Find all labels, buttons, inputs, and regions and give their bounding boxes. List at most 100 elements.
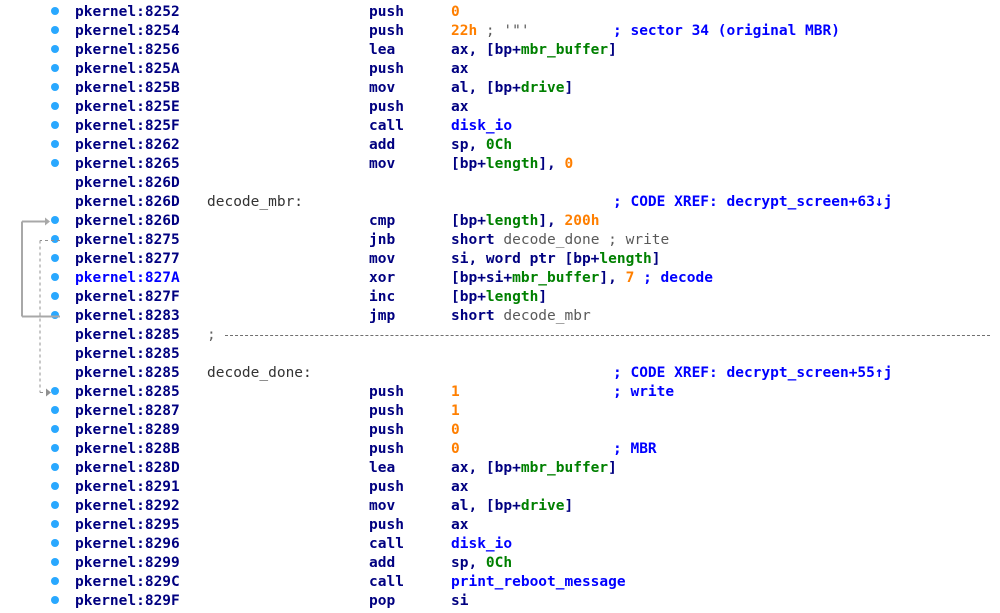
instruction-operands[interactable]: [bp+si+mbr_buffer], 7 ; decode bbox=[451, 269, 713, 288]
instruction-mnemonic[interactable]: lea bbox=[369, 42, 396, 58]
address-label[interactable]: pkernel:828D bbox=[75, 460, 180, 476]
instruction-mnemonic[interactable]: push bbox=[369, 517, 404, 533]
address-label[interactable]: pkernel:825E bbox=[75, 99, 180, 115]
instruction-mnemonic[interactable]: push bbox=[369, 384, 404, 400]
breakpoint-dot-icon[interactable] bbox=[51, 596, 59, 604]
instruction-mnemonic[interactable]: call bbox=[369, 118, 404, 134]
address-label[interactable]: pkernel:8285 bbox=[75, 346, 180, 362]
instruction-operands[interactable]: [bp+length], 0 bbox=[451, 155, 573, 174]
address-label[interactable]: pkernel:826D bbox=[75, 213, 180, 229]
instruction-operands[interactable]: [bp+length] bbox=[451, 288, 547, 307]
instruction-mnemonic[interactable]: jmp bbox=[369, 308, 396, 324]
instruction-mnemonic[interactable]: push bbox=[369, 422, 404, 438]
breakpoint-dot-icon[interactable] bbox=[51, 26, 59, 34]
listing-row[interactable]: pkernel:8285 bbox=[0, 345, 1000, 364]
instruction-mnemonic[interactable]: add bbox=[369, 137, 396, 153]
instruction-operands[interactable]: al, [bp+drive] bbox=[451, 497, 573, 516]
listing-row[interactable]: pkernel:826D bbox=[0, 174, 1000, 193]
instruction-operands[interactable]: al, [bp+drive] bbox=[451, 79, 573, 98]
breakpoint-dot-icon[interactable] bbox=[51, 83, 59, 91]
address-label[interactable]: pkernel:8292 bbox=[75, 498, 180, 514]
listing-row[interactable]: pkernel:8285; bbox=[0, 326, 1000, 345]
breakpoint-dot-icon[interactable] bbox=[51, 539, 59, 547]
breakpoint-dot-icon[interactable] bbox=[51, 387, 59, 395]
variable-operand[interactable]: drive bbox=[520, 80, 565, 96]
instruction-operands[interactable]: si bbox=[451, 592, 468, 611]
instruction-mnemonic[interactable]: push bbox=[369, 4, 404, 20]
instruction-mnemonic[interactable]: call bbox=[369, 574, 404, 590]
instruction-mnemonic[interactable]: call bbox=[369, 536, 404, 552]
instruction-operands[interactable]: short decode_mbr bbox=[451, 307, 591, 326]
address-label[interactable]: pkernel:8256 bbox=[75, 42, 180, 58]
breakpoint-dot-icon[interactable] bbox=[51, 159, 59, 167]
instruction-mnemonic[interactable]: push bbox=[369, 479, 404, 495]
variable-operand[interactable]: mbr_buffer bbox=[512, 270, 600, 286]
instruction-mnemonic[interactable]: mov bbox=[369, 80, 396, 96]
address-label[interactable]: pkernel:8285 bbox=[75, 384, 180, 400]
instruction-mnemonic[interactable]: inc bbox=[369, 289, 396, 305]
symbol-operand[interactable]: decode_done bbox=[503, 232, 600, 248]
instruction-operands[interactable]: 22h ; '"' bbox=[451, 22, 530, 41]
address-label[interactable]: pkernel:8285 bbox=[75, 365, 180, 381]
address-label[interactable]: pkernel:8275 bbox=[75, 232, 180, 248]
listing-row[interactable]: pkernel:825B mov al, [bp+drive] bbox=[0, 79, 1000, 98]
instruction-operands[interactable]: ax bbox=[451, 98, 468, 117]
variable-operand[interactable]: mbr_buffer bbox=[520, 42, 609, 58]
address-label[interactable]: pkernel:8265 bbox=[75, 156, 180, 172]
breakpoint-dot-icon[interactable] bbox=[51, 140, 59, 148]
variable-operand[interactable]: 0Ch bbox=[485, 555, 513, 571]
breakpoint-dot-icon[interactable] bbox=[51, 121, 59, 129]
instruction-operands[interactable]: ax bbox=[451, 516, 468, 535]
breakpoint-dot-icon[interactable] bbox=[51, 64, 59, 72]
breakpoint-dot-icon[interactable] bbox=[51, 311, 59, 319]
breakpoint-dot-icon[interactable] bbox=[51, 577, 59, 585]
symbol-operand[interactable]: decode_mbr bbox=[503, 308, 591, 324]
breakpoint-dot-icon[interactable] bbox=[51, 216, 59, 224]
breakpoint-dot-icon[interactable] bbox=[51, 463, 59, 471]
listing-row[interactable]: pkernel:828D lea ax, [bp+mbr_buffer] bbox=[0, 459, 1000, 478]
instruction-mnemonic[interactable]: mov bbox=[369, 498, 396, 514]
instruction-mnemonic[interactable]: push bbox=[369, 61, 404, 77]
instruction-operands[interactable]: ax, [bp+mbr_buffer] bbox=[451, 459, 617, 478]
address-label[interactable]: pkernel:826D bbox=[75, 175, 180, 191]
address-label[interactable]: pkernel:8287 bbox=[75, 403, 180, 419]
listing-row[interactable]: pkernel:8265 mov [bp+length], 0 bbox=[0, 155, 1000, 174]
variable-operand[interactable]: 0Ch bbox=[485, 137, 513, 153]
instruction-mnemonic[interactable]: lea bbox=[369, 460, 396, 476]
instruction-operands[interactable]: ax, [bp+mbr_buffer] bbox=[451, 41, 617, 60]
address-label[interactable]: pkernel:8291 bbox=[75, 479, 180, 495]
instruction-mnemonic[interactable]: mov bbox=[369, 251, 396, 267]
instruction-mnemonic[interactable]: push bbox=[369, 23, 404, 39]
address-label[interactable]: pkernel:825B bbox=[75, 80, 180, 96]
instruction-operands[interactable]: 0 bbox=[451, 440, 460, 459]
address-label[interactable]: pkernel:8262 bbox=[75, 137, 180, 153]
instruction-operands[interactable]: 1 bbox=[451, 402, 460, 421]
instruction-operands[interactable]: print_reboot_message bbox=[451, 573, 626, 592]
breakpoint-dot-icon[interactable] bbox=[51, 425, 59, 433]
breakpoint-dot-icon[interactable] bbox=[51, 520, 59, 528]
instruction-mnemonic[interactable]: mov bbox=[369, 156, 396, 172]
instruction-mnemonic[interactable]: cmp bbox=[369, 213, 396, 229]
address-label[interactable]: pkernel:828B bbox=[75, 441, 180, 457]
instruction-operands[interactable]: 0 bbox=[451, 421, 460, 440]
breakpoint-dot-icon[interactable] bbox=[51, 406, 59, 414]
breakpoint-dot-icon[interactable] bbox=[51, 102, 59, 110]
variable-operand[interactable]: length bbox=[485, 156, 539, 172]
breakpoint-dot-icon[interactable] bbox=[51, 482, 59, 490]
